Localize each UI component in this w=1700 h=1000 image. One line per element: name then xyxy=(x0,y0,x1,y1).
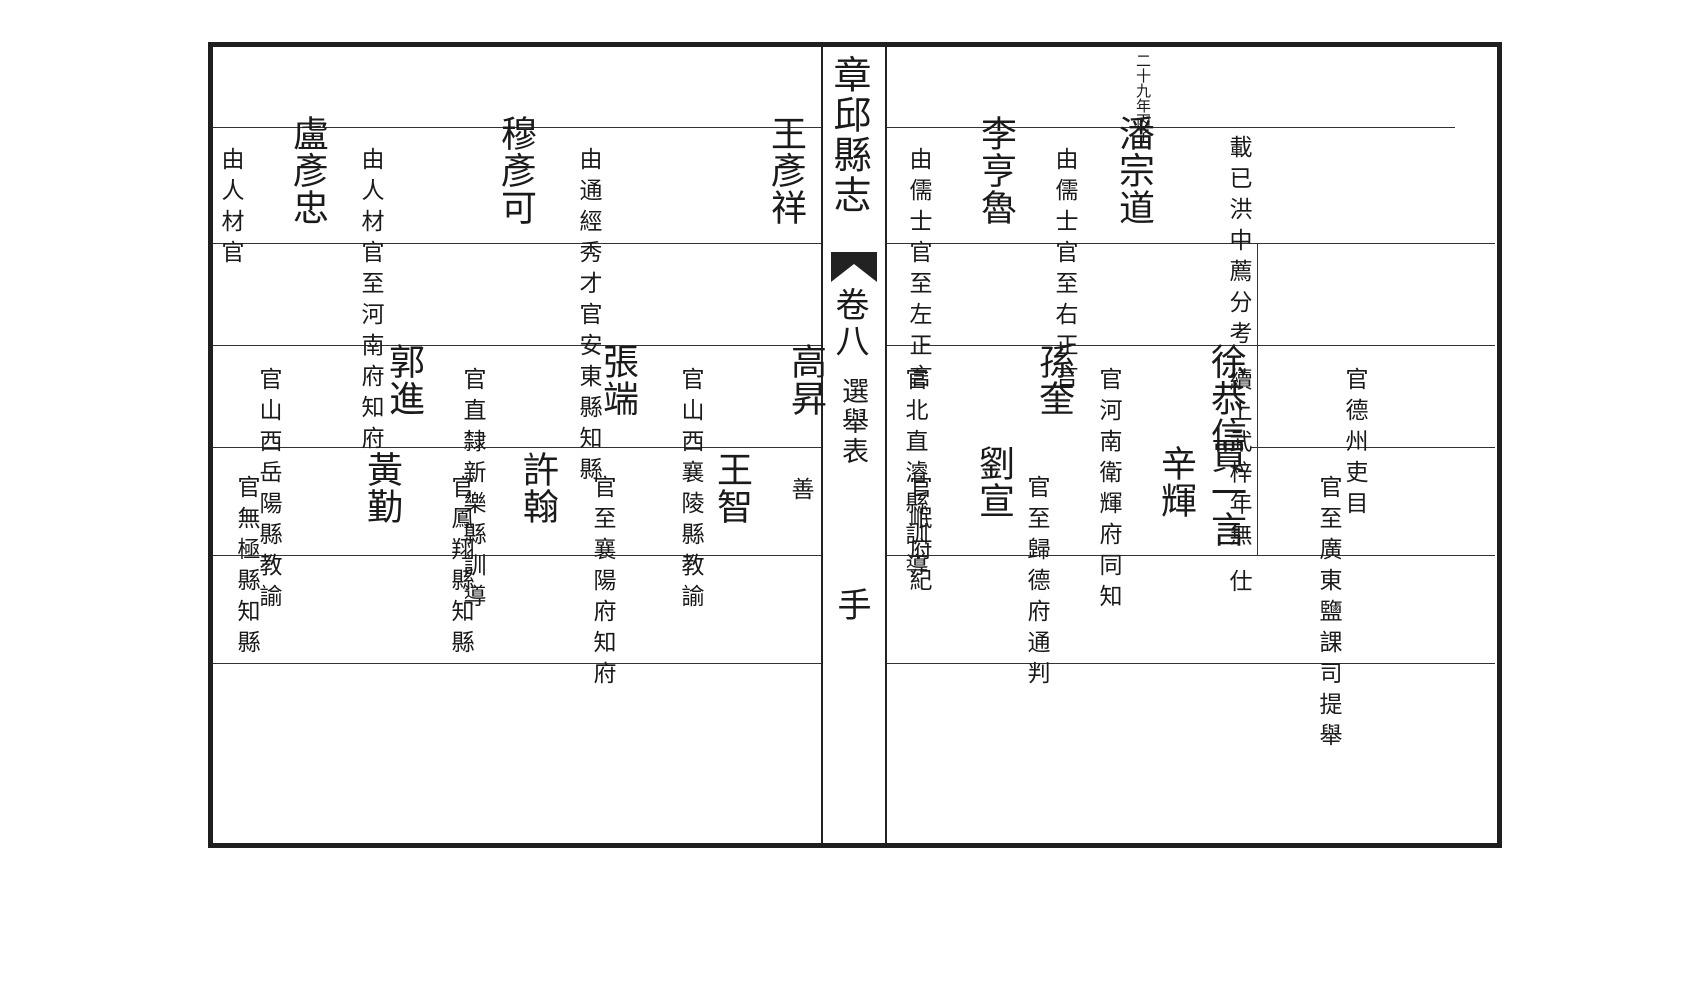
person-name: 王彥祥 xyxy=(765,115,806,226)
person-name: 徐恭信 xyxy=(1205,343,1246,454)
right-column-note: 官德州吏目 xyxy=(1341,367,1367,522)
person-note: 由儒士官至左正言 xyxy=(905,147,931,395)
rule-row3-bottom-left xyxy=(213,555,821,556)
person-name: 孫奎 xyxy=(1033,343,1074,417)
person-note: 官至襄陽府知府 xyxy=(589,475,615,692)
person-name: 盧彥忠 xyxy=(287,115,328,226)
right-column-note: 官至廣東鹽課司提舉 xyxy=(1315,475,1341,754)
fishtail-mark-icon xyxy=(831,252,877,282)
person-name: 許翰 xyxy=(517,451,558,525)
rule-row2-bottom-left xyxy=(213,447,821,448)
person-note: 由通經秀才官安東縣知縣 xyxy=(575,147,601,488)
center-gutter xyxy=(821,47,887,843)
person-note: 官山西岳陽縣教諭 xyxy=(255,367,281,615)
person-name: 王智 xyxy=(711,451,752,525)
rule-row4-bottom-right xyxy=(887,663,1495,664)
person-name: 劉宣 xyxy=(973,445,1014,519)
person-note: 官直隸新樂縣訓導 xyxy=(459,367,485,615)
book-page-spread: 章邱縣志 卷八 選舉表 手 二十九年丙子 潘宗道 由儒士官至右正言 李亨魯 由儒… xyxy=(208,42,1502,848)
year-note: 二十九年丙子 xyxy=(1134,53,1152,143)
rule-row2-top-right xyxy=(887,345,1495,346)
person-note: 由人材官至河南府知府 xyxy=(357,147,383,457)
rule-row3-bottom-right xyxy=(887,555,1495,556)
rule-row1-top-left xyxy=(213,127,821,128)
person-note: 官山西襄陵縣教諭 xyxy=(677,367,703,615)
person-note: 善 xyxy=(787,477,813,508)
right-column-note: 載已洪中薦分考 續上武梓年無 仕 xyxy=(1225,135,1251,600)
rule-row1-bottom-right xyxy=(887,243,1495,244)
person-note: 由儒士官至右正言 xyxy=(1051,147,1077,395)
rule-row2-top-left xyxy=(213,345,821,346)
rule-row1-top-right xyxy=(887,127,1455,128)
rule-row1-bottom-left xyxy=(213,243,821,244)
volume-label: 卷八 xyxy=(829,287,869,359)
section-label: 選舉表 xyxy=(837,377,868,467)
person-note: 官岷府紀 xyxy=(905,475,931,599)
person-name: 穆彥可 xyxy=(495,115,536,226)
person-note: 由人材官 xyxy=(217,147,243,271)
person-note: 官河南衛輝府同知 xyxy=(1095,367,1121,615)
page-number: 手 xyxy=(831,587,871,623)
person-name: 張端 xyxy=(597,343,638,417)
person-name: 潘宗道 xyxy=(1113,115,1154,226)
rule-row2-bottom-right xyxy=(1251,447,1495,448)
rule-right-divider xyxy=(1257,243,1258,555)
person-note: 官鳳翔縣知縣 xyxy=(447,475,473,661)
person-name: 辛輝 xyxy=(1155,445,1196,519)
person-name: 高昇 xyxy=(785,343,826,417)
person-note: 官北直濬縣訓導 xyxy=(901,367,927,584)
rule-row4-bottom-left xyxy=(213,663,821,664)
person-name: 李亨魯 xyxy=(975,115,1016,226)
person-name: 郭進 xyxy=(383,343,424,417)
person-note: 官無極縣知縣 xyxy=(233,475,259,661)
person-name: 賈一言 xyxy=(1205,437,1246,548)
person-name: 黃勤 xyxy=(361,451,402,525)
person-note: 官至歸德府通判 xyxy=(1023,475,1049,692)
book-title: 章邱縣志 xyxy=(827,55,871,215)
